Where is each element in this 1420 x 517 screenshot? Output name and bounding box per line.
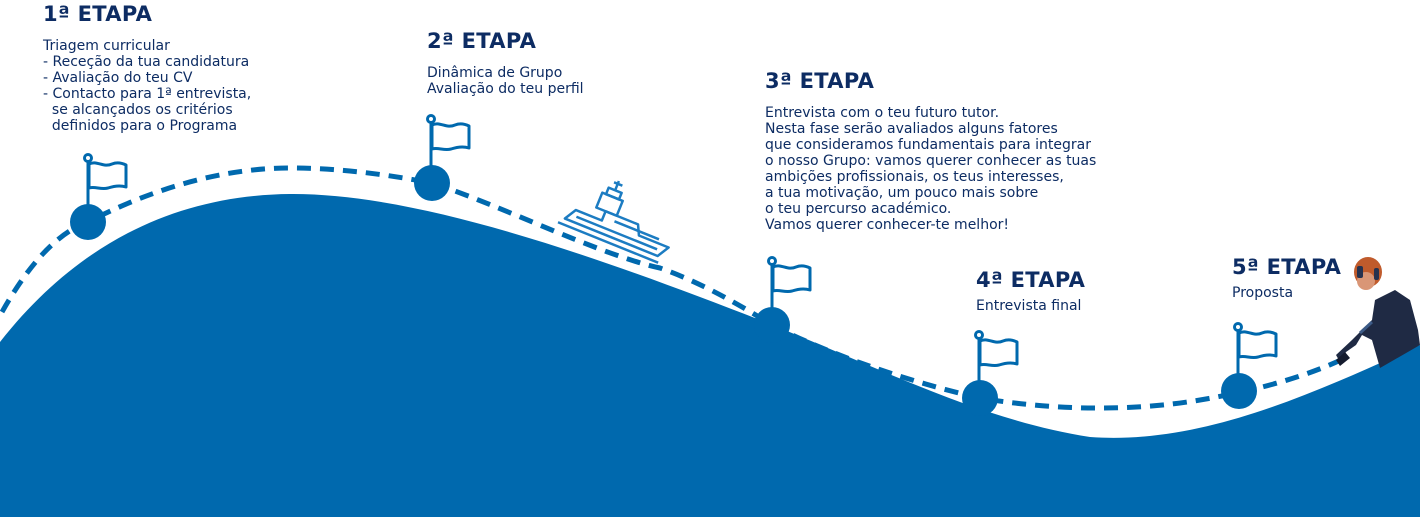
- stage-1-description: Triagem curricular - Receção da tua cand…: [43, 38, 252, 134]
- blue-wave: [0, 193, 1420, 517]
- stage-3: 3ª ETAPA Entrevista com o teu futuro tut…: [765, 69, 1096, 233]
- flag-icon: [83, 153, 128, 205]
- stage-3-description: Entrevista com o teu futuro tutor. Nesta…: [765, 105, 1097, 233]
- stage-1: 1ª ETAPA Triagem curricular - Receção da…: [43, 2, 251, 134]
- stage-2: 2ª ETAPA Dinâmica de Grupo Avaliação do …: [427, 29, 584, 97]
- stage-4-title: 4ª ETAPA: [976, 268, 1086, 292]
- stage-5-title: 5ª ETAPA: [1232, 255, 1342, 279]
- worker-illustration: [1336, 257, 1420, 368]
- stage-3-title: 3ª ETAPA: [765, 69, 875, 93]
- stage-4-description: Entrevista final: [976, 298, 1082, 314]
- stage-2-description: Dinâmica de Grupo Avaliação do teu perfi…: [427, 65, 584, 97]
- stage-5: 5ª ETAPA Proposta: [1232, 255, 1341, 301]
- stage-4: 4ª ETAPA Entrevista final: [976, 268, 1085, 314]
- flag-icon: [974, 330, 1019, 381]
- dashed-route: [0, 165, 1347, 411]
- stage-marker-4: [962, 330, 1019, 416]
- stage-marker-2: [414, 114, 471, 201]
- flag-icon: [767, 256, 812, 308]
- stage-marker-1: [70, 153, 128, 240]
- stage-1-title: 1ª ETAPA: [43, 2, 153, 26]
- flag-icon: [426, 114, 471, 166]
- stage-marker-5: [1221, 322, 1278, 409]
- ship-icon: [557, 180, 670, 264]
- stage-marker-3: [754, 256, 812, 343]
- stage-5-description: Proposta: [1232, 285, 1294, 301]
- flag-icon: [1233, 322, 1278, 374]
- stage-2-title: 2ª ETAPA: [427, 29, 537, 53]
